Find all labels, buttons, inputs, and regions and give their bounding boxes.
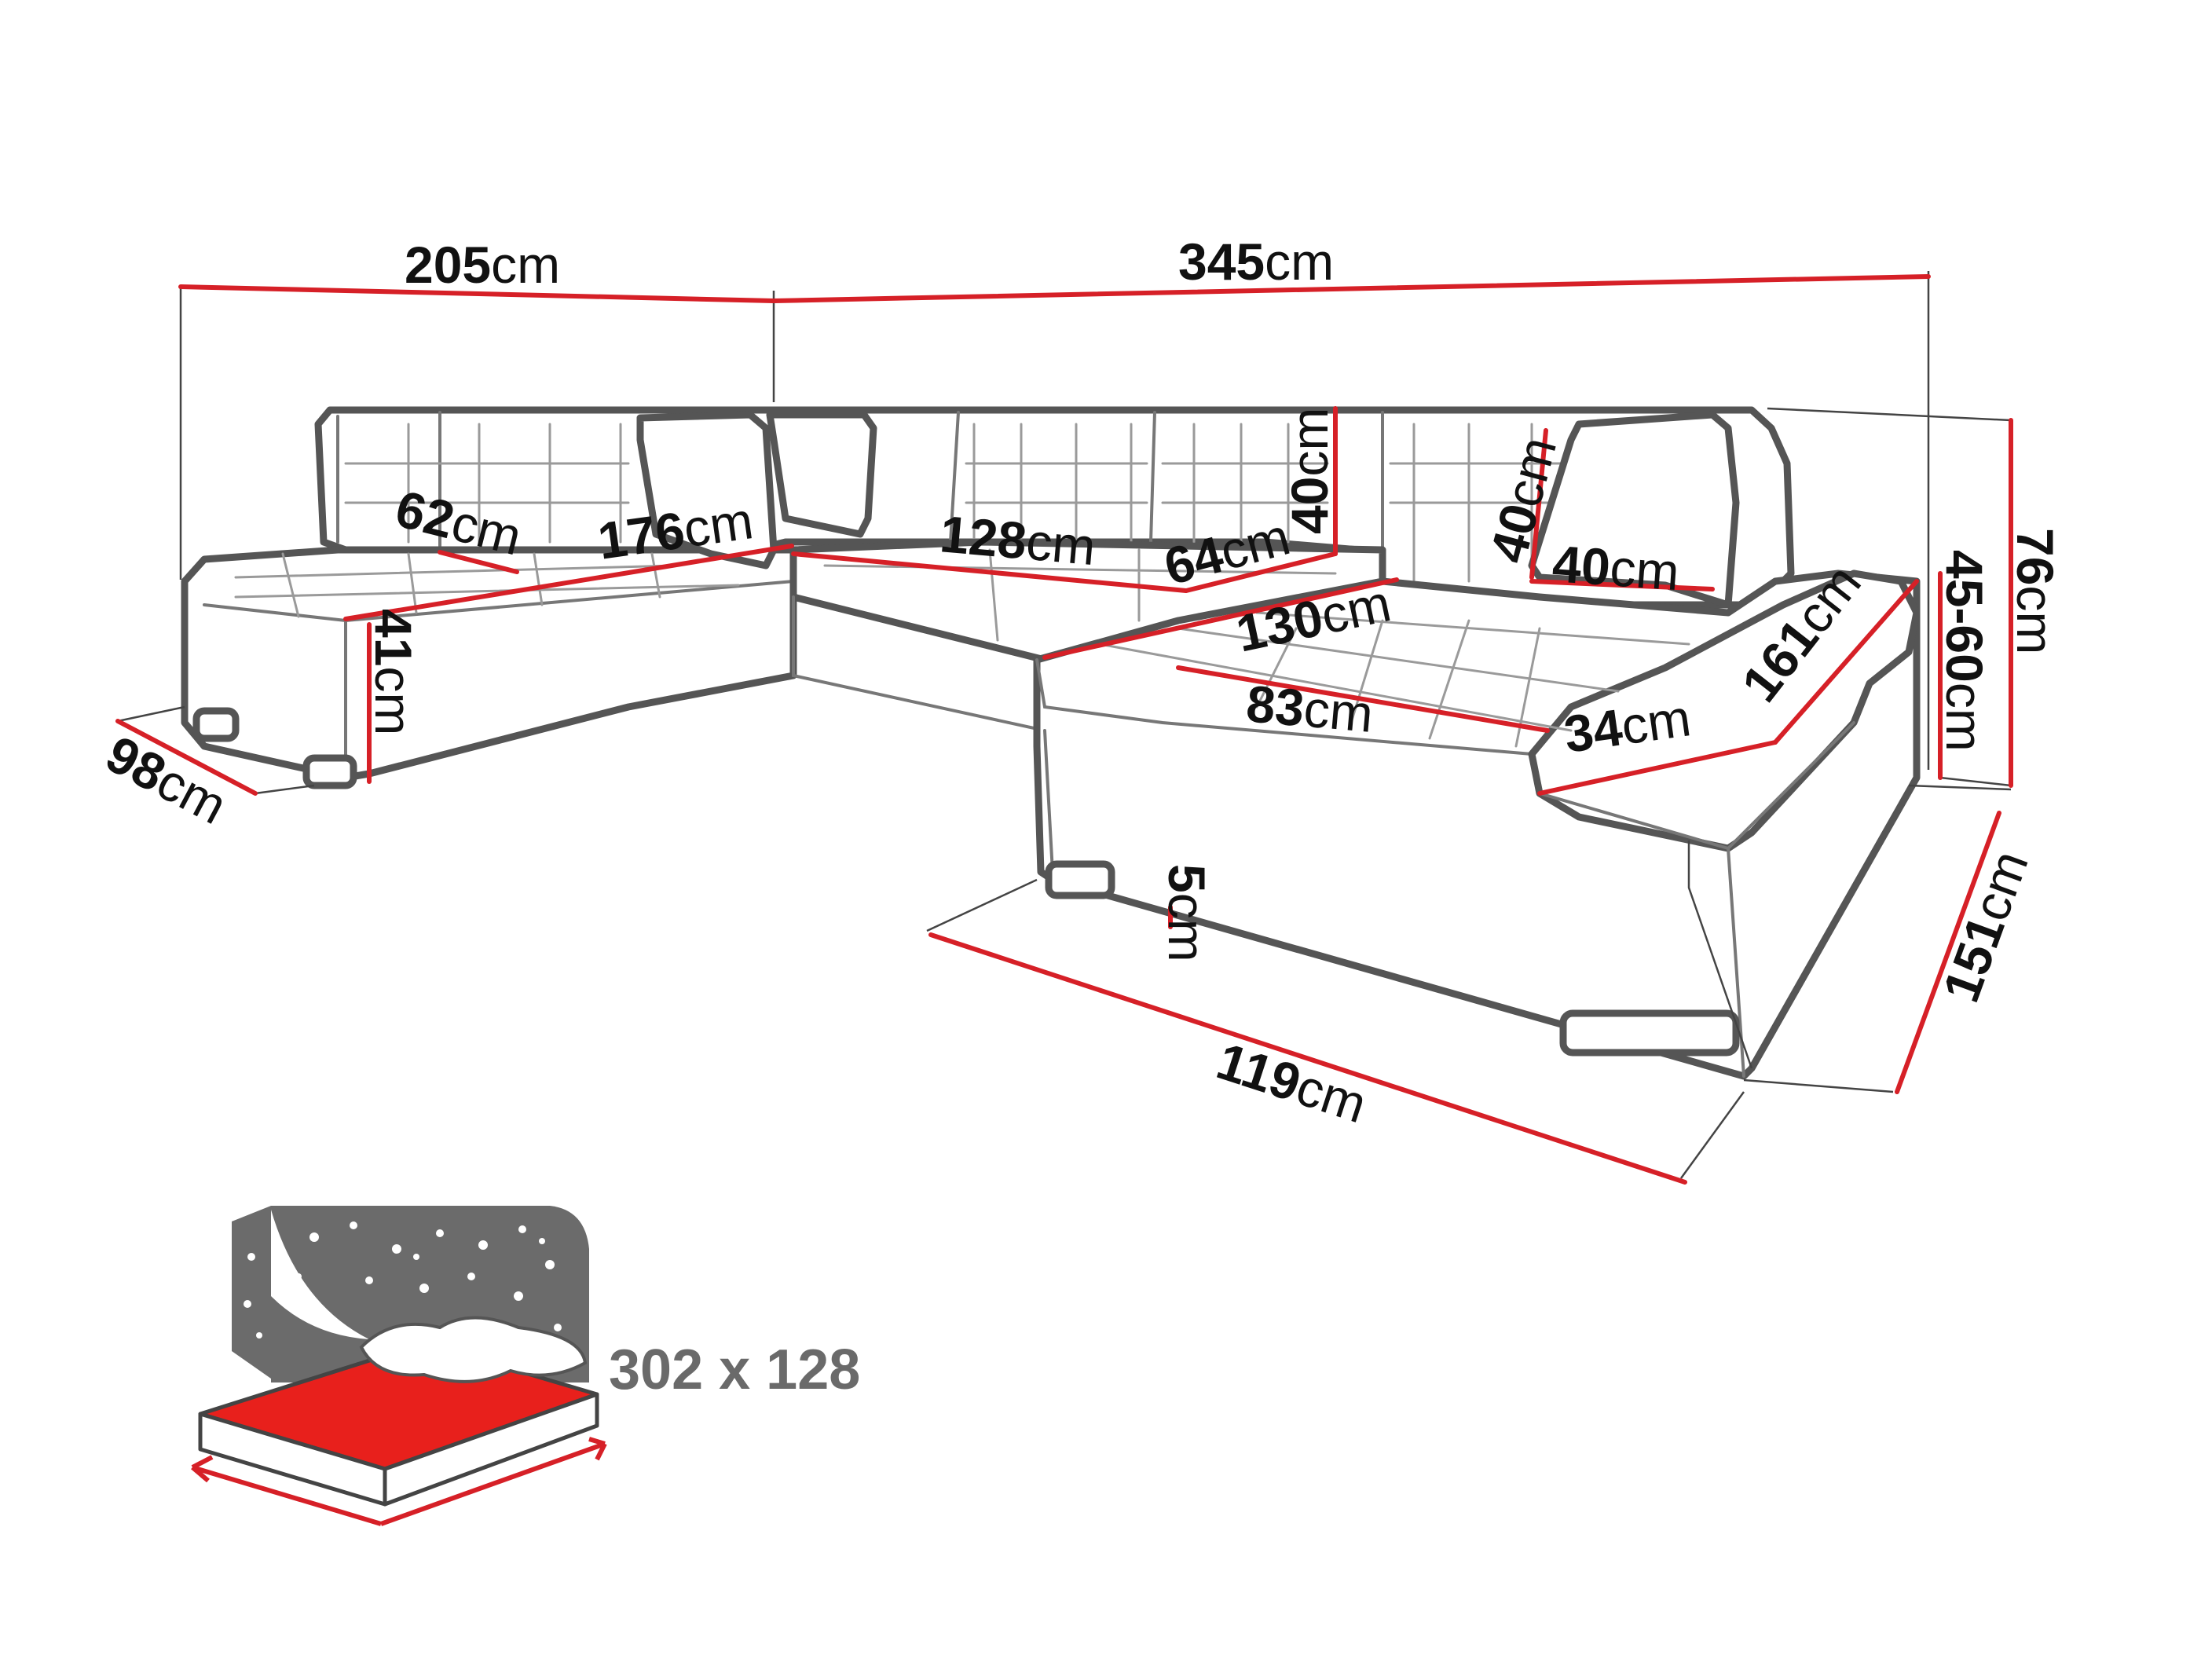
- dim-label-seat-width-left: 176cm: [595, 491, 756, 570]
- pillow: [1528, 411, 1740, 609]
- dim-label-total-width-right: 345cm: [1178, 233, 1334, 291]
- dimension-lines: [115, 274, 2013, 1185]
- dim-label-seat-height-range: 45-60cm: [1936, 550, 1994, 752]
- dim-label-total-height: 76cm: [2006, 528, 2064, 654]
- dim-label-armrest-width: 34cm: [1561, 688, 1694, 764]
- dim-label-pillow-width: 40cm: [1551, 534, 1681, 601]
- sofa-foot: [1559, 1009, 1740, 1057]
- bed-night-sky-icon: [191, 1206, 607, 1526]
- dim-label-chaise-depth: 151cm: [1932, 843, 2039, 1009]
- dim-label-backrest-height: 40cm: [1280, 408, 1339, 534]
- dim-label-chaise-width: 83cm: [1244, 674, 1375, 743]
- sofa-foot: [192, 707, 240, 742]
- sofa-foot: [302, 754, 357, 789]
- sofa-foot: [1045, 860, 1115, 899]
- dim-label-seat-depth-left: 62cm: [390, 479, 528, 566]
- sofa-left-section: [181, 546, 797, 782]
- dim-label-base-height: 41cm: [364, 609, 423, 735]
- dim-label-pillow-height: 40cm: [1478, 431, 1567, 569]
- back-cushion-tufts: [344, 423, 1573, 599]
- sofa-illustration: [181, 406, 1921, 1080]
- dim-label-leg-height: 5cm: [1158, 864, 1216, 962]
- extension-lines: [117, 271, 2012, 1179]
- pillow: [766, 411, 877, 538]
- dim-label-seat-width-middle: 128cm: [938, 504, 1098, 576]
- dim-label-chaise-front-length: 119cm: [1210, 1031, 1374, 1133]
- sofa-armrest: [1528, 569, 1921, 852]
- dim-label-total-width-left: 205cm: [405, 236, 560, 294]
- pillow: [636, 411, 778, 569]
- bed-size-label: 302 x 128: [609, 1339, 860, 1401]
